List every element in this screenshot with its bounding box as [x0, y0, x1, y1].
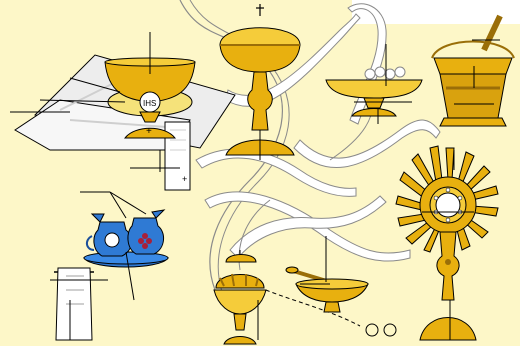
svg-text:+: +: [182, 174, 187, 184]
svg-text:+: +: [146, 126, 152, 137]
towel-icon: [54, 268, 94, 340]
svg-text:IHS: IHS: [143, 99, 156, 108]
